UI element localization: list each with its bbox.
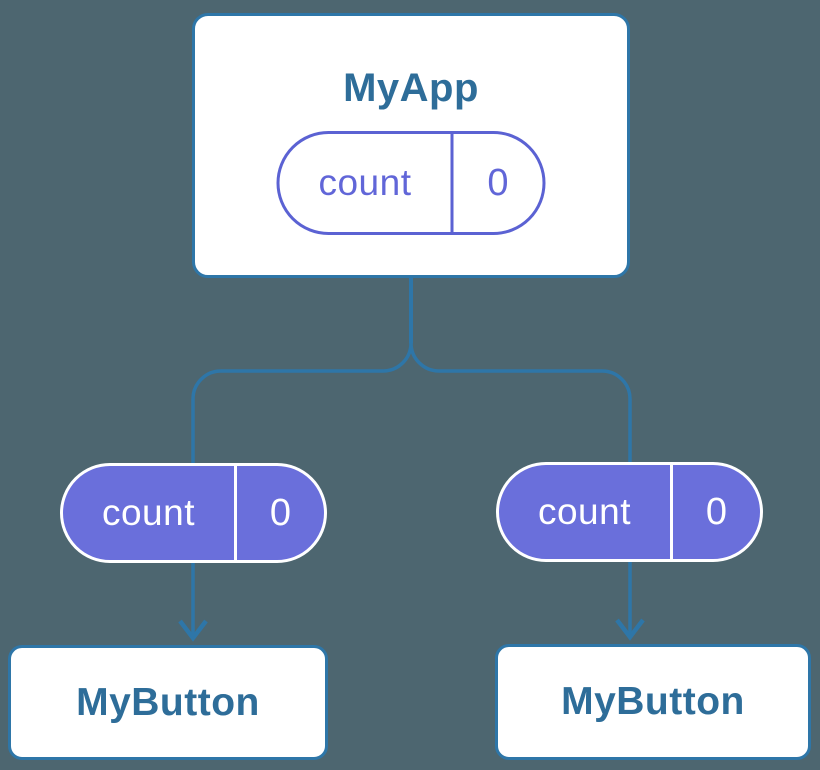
state-pill-mybutton-right: count 0 <box>496 462 763 562</box>
state-value-label: 0 <box>705 490 728 533</box>
state-value-label: 0 <box>487 161 509 204</box>
node-myapp: MyApp count 0 <box>192 13 630 278</box>
node-myapp-title: MyApp <box>343 66 479 110</box>
state-key-label: count <box>318 162 412 203</box>
node-mybutton-left: MyButton <box>8 645 328 760</box>
node-mybutton-title: MyButton <box>76 680 260 724</box>
state-pill-mybutton-left: count 0 <box>60 463 327 563</box>
state-pill-divider <box>670 465 673 559</box>
state-pill-divider <box>450 134 454 232</box>
state-key-label: count <box>101 492 195 533</box>
state-pill-divider <box>234 466 237 560</box>
node-mybutton-title: MyButton <box>561 680 745 723</box>
arrow-down-icon <box>615 618 645 641</box>
state-value-label: 0 <box>269 491 292 534</box>
state-key-label: count <box>537 491 631 532</box>
arrow-down-icon <box>178 619 208 642</box>
state-pill-myapp: count 0 <box>276 131 546 235</box>
node-mybutton-right: MyButton <box>495 644 811 760</box>
